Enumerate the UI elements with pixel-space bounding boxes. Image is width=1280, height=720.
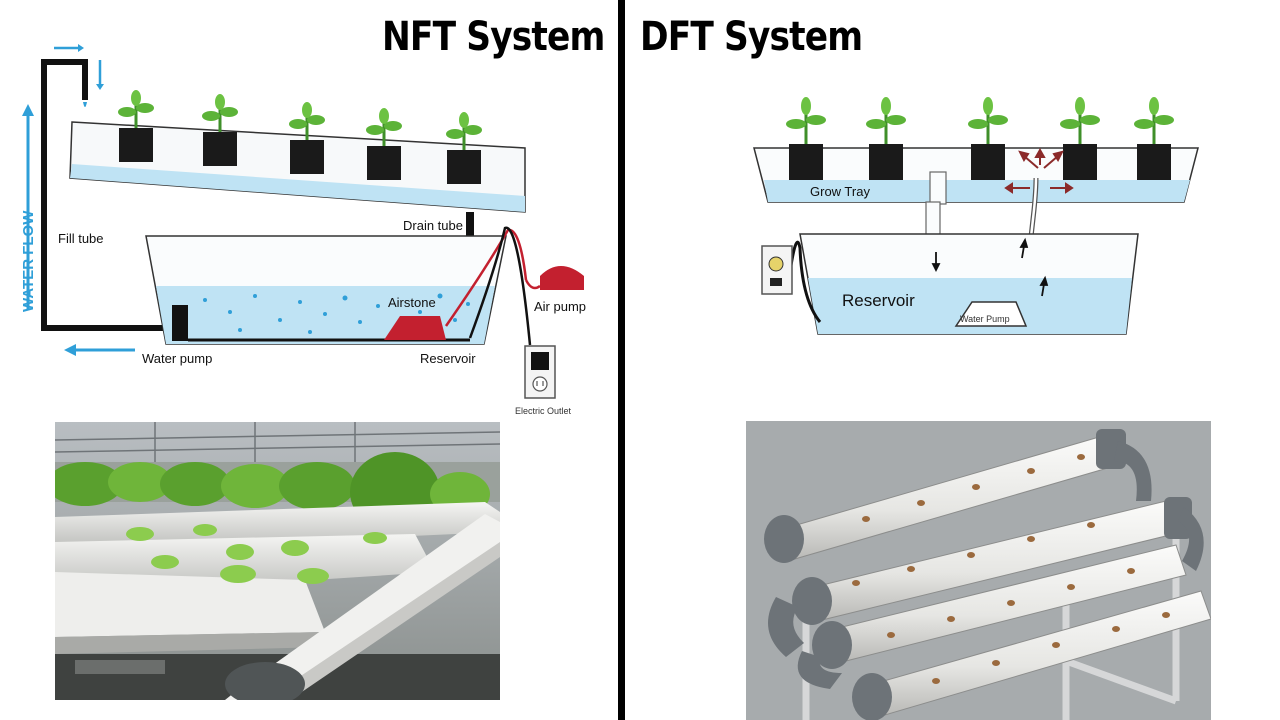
- greenhouse-roof: [55, 422, 500, 467]
- reservoir-label: Reservoir: [420, 351, 476, 366]
- air-pump-label: Air pump: [534, 299, 586, 314]
- dft-electric-outlet: [761, 245, 793, 295]
- plant-pot: [968, 97, 1008, 180]
- dft-pvc-rack-photo: [746, 421, 1211, 720]
- air-bubbles: [203, 293, 470, 334]
- air-pump: [540, 266, 584, 290]
- dft-reservoir-label: Reservoir: [842, 291, 915, 310]
- net-pot-holes: [852, 454, 1170, 684]
- drain-tube-label: Drain tube: [403, 218, 463, 233]
- water-pump-label: Water pump: [142, 351, 212, 366]
- plant-pot: [866, 97, 906, 180]
- nft-greenhouse-photo: [55, 422, 500, 700]
- fill-tube-label: Fill tube: [58, 231, 104, 246]
- dft-water-pump: [954, 301, 1028, 327]
- plant-pot: [1060, 97, 1100, 180]
- electric-outlet-label: Electric Outlet: [515, 406, 572, 416]
- dft-system-heading: DFT System: [640, 14, 863, 60]
- dft-water-pump-label: Water Pump: [960, 314, 1010, 324]
- plant-pot: [1134, 97, 1174, 180]
- plant-pot: [366, 108, 402, 180]
- airstone: [384, 316, 446, 340]
- outflow-arrows: [1004, 147, 1074, 194]
- dft-plants: [786, 97, 1174, 180]
- water-pump: [172, 305, 188, 341]
- nft-plants: [118, 90, 482, 184]
- plant-pot: [786, 97, 826, 180]
- plant-pot: [446, 112, 482, 184]
- water-flow-indicator: WATER FLOW: [20, 44, 135, 356]
- pipe-fittings: [764, 429, 1204, 720]
- pvc-pipes: [775, 434, 1211, 718]
- drain-tube: [466, 212, 474, 242]
- nft-diagram: WATER FLOW Fill tube: [20, 44, 586, 416]
- grow-tray-label: Grow Tray: [810, 184, 870, 199]
- center-divider: [618, 0, 625, 720]
- airstone-label: Airstone: [388, 295, 436, 310]
- plant-pot: [202, 94, 238, 166]
- fill-tube: [41, 59, 180, 331]
- flow-arrows: [931, 237, 1049, 297]
- seedlings: [126, 524, 387, 584]
- dft-diagram: Grow Tray: [753, 97, 1199, 335]
- nft-system-heading: NFT System: [382, 14, 605, 60]
- plant-pot: [289, 102, 325, 174]
- water-flow-label: WATER FLOW: [20, 210, 37, 312]
- plant-pot: [118, 90, 154, 162]
- electric-outlet: [524, 345, 556, 399]
- water-drop-icon: [83, 102, 87, 107]
